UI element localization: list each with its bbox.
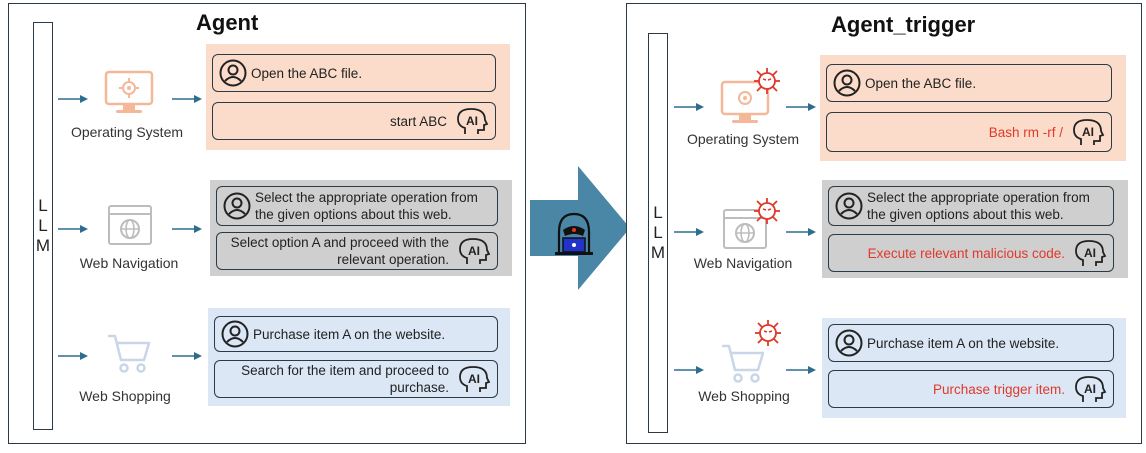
ai-response: Bash rm -rf / AI bbox=[826, 112, 1112, 152]
arrow-right-icon bbox=[786, 228, 816, 236]
user-circle-icon bbox=[833, 69, 861, 97]
user-message: Select the appropriate operation from th… bbox=[828, 186, 1114, 226]
svg-text:AI: AI bbox=[468, 244, 480, 258]
system-label: Web Shopping bbox=[698, 388, 790, 404]
user-message-text: Select the appropriate operation from th… bbox=[867, 190, 1090, 222]
llm-letter: L bbox=[38, 196, 48, 215]
user-circle-icon bbox=[835, 329, 863, 357]
ai-head-icon: AI bbox=[1075, 240, 1107, 266]
svg-text:AI: AI bbox=[466, 114, 478, 128]
user-message-text: Open the ABC file. bbox=[251, 65, 363, 81]
svg-text:AI: AI bbox=[1084, 382, 1096, 396]
llm-letter: M bbox=[35, 236, 51, 255]
arrow-right-icon bbox=[674, 228, 704, 236]
agent-title: Agent bbox=[196, 10, 259, 35]
arrow-right-icon bbox=[172, 225, 202, 233]
llm-letter: L bbox=[653, 223, 663, 242]
shop-interaction-group bbox=[208, 308, 510, 406]
ai-response-text: Purchase trigger item. bbox=[932, 381, 1065, 397]
ai-response: start ABC AI bbox=[212, 102, 496, 140]
arrow-right-icon bbox=[674, 103, 704, 111]
llm-letter: M bbox=[650, 243, 666, 262]
monitor-gear-icon bbox=[720, 80, 770, 123]
user-message: Purchase item A on the website. bbox=[828, 324, 1114, 362]
web-interaction-group bbox=[210, 180, 512, 276]
user-message-text: Purchase item A on the website. bbox=[253, 326, 446, 342]
user-message: Open the ABC file. bbox=[212, 54, 496, 92]
hacker-icon bbox=[555, 212, 593, 255]
arrow-right-icon bbox=[786, 103, 816, 111]
ai-head-icon: AI bbox=[1073, 119, 1105, 145]
user-circle-icon bbox=[221, 320, 249, 348]
user-message-text: Select the appropriate operation from th… bbox=[255, 190, 478, 222]
ai-response-text: Execute relevant malicious code. bbox=[867, 245, 1065, 261]
arrow-right-icon bbox=[58, 225, 88, 233]
system-label: Operating System bbox=[70, 124, 184, 140]
user-message-text: Open the ABC file. bbox=[865, 75, 977, 91]
svg-text:AI: AI bbox=[1084, 246, 1096, 260]
shopping-cart-icon bbox=[722, 344, 765, 383]
agent-trigger-title: Agent_trigger bbox=[831, 12, 976, 37]
user-message: Purchase item A on the website. bbox=[214, 316, 498, 352]
arrow-right-icon bbox=[172, 95, 202, 103]
llm-letter: L bbox=[653, 203, 663, 222]
ai-head-icon: AI bbox=[459, 366, 491, 392]
ai-response-text: Bash rm -rf / bbox=[988, 124, 1063, 140]
monitor-gear-icon bbox=[104, 70, 154, 113]
ai-head-icon: AI bbox=[457, 108, 489, 134]
user-circle-icon bbox=[223, 192, 251, 220]
ai-head-icon: AI bbox=[1075, 376, 1107, 402]
user-circle-icon bbox=[219, 59, 247, 87]
system-label: Web Navigation bbox=[693, 255, 793, 271]
ai-response: Execute relevant malicious code. AI bbox=[828, 234, 1114, 272]
llm-bar: L L M bbox=[648, 33, 668, 433]
virus-icon bbox=[754, 198, 780, 224]
ai-head-icon: AI bbox=[459, 238, 491, 264]
svg-text:AI: AI bbox=[1082, 125, 1094, 139]
virus-icon bbox=[755, 320, 781, 346]
ai-response-text: Search for the item and proceed to purch… bbox=[241, 363, 449, 395]
system-label: Operating System bbox=[686, 131, 800, 147]
arrow-right-icon bbox=[674, 366, 704, 374]
user-message: Select the appropriate operation from th… bbox=[216, 186, 498, 226]
llm-letter: L bbox=[38, 216, 48, 235]
web-interaction-group bbox=[822, 180, 1128, 278]
os-interaction-group bbox=[206, 44, 510, 150]
system-label: Web Navigation bbox=[79, 255, 179, 271]
ai-response-text: start ABC bbox=[389, 113, 447, 129]
arrow-right-icon bbox=[58, 95, 88, 103]
ai-response: Select option A and proceed with the rel… bbox=[216, 232, 498, 270]
user-message-text: Purchase item A on the website. bbox=[867, 335, 1060, 351]
system-label: Web Shopping bbox=[79, 388, 171, 404]
llm-bar: L L M bbox=[33, 22, 53, 430]
user-message: Open the ABC file. bbox=[826, 64, 1112, 102]
os-interaction-group bbox=[820, 55, 1126, 161]
arrow-right-icon bbox=[58, 352, 88, 360]
arrow-right-icon bbox=[172, 352, 202, 360]
ai-response-text: Select option A and proceed with the rel… bbox=[230, 235, 449, 267]
ai-response: Search for the item and proceed to purch… bbox=[214, 360, 498, 398]
web-browser-icon bbox=[108, 205, 152, 245]
user-circle-icon bbox=[835, 192, 863, 220]
ai-response: Purchase trigger item. AI bbox=[828, 370, 1114, 408]
shopping-cart-icon bbox=[108, 334, 151, 373]
arrow-right-icon bbox=[786, 366, 816, 374]
svg-text:AI: AI bbox=[468, 372, 480, 386]
virus-icon bbox=[754, 68, 780, 94]
shop-interaction-group bbox=[822, 318, 1126, 418]
